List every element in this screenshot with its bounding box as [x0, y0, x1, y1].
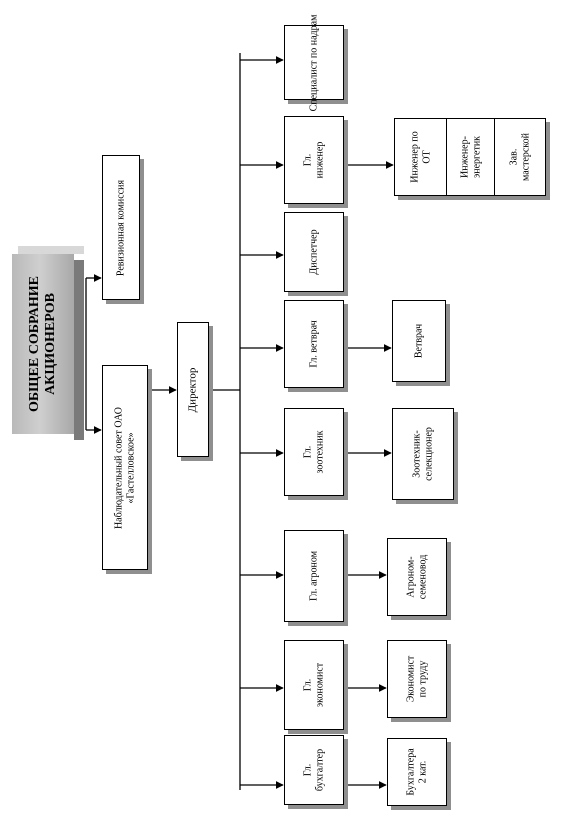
- chief-economist-label: Гл. экономист: [303, 663, 326, 707]
- zootechnician-breeder-line1: Зоотехник-: [411, 430, 423, 478]
- chief-agronomist-label: Гл. агроном: [308, 550, 320, 602]
- chief-zootechnician-box: Гл. зоотехник: [284, 408, 344, 496]
- chief-zootechnician-line1: Гл.: [302, 445, 314, 459]
- zootechnician-breeder-box: Зоотехник- селекционер: [392, 408, 454, 500]
- shareholders-line2: АКЦИОНЕРОВ: [43, 293, 58, 395]
- shareholders-meeting-box: ОБЩЕЕ СОБРАНИЕ АКЦИОНЕРОВ: [12, 246, 84, 440]
- labor-economist-box: Экономист по труду: [387, 640, 447, 718]
- power-engineer-cell: Инженер- энергетик: [447, 119, 495, 195]
- dispatcher-label: Диспетчер: [308, 229, 320, 275]
- supervisory-board-box: Наблюдательный совет ОАО «Гастелловское»: [102, 365, 148, 570]
- safety-engineer-line2: ОТ: [420, 150, 432, 164]
- audit-commission-box: Ревизионная комиссия: [102, 155, 140, 300]
- supervisory-board-label: Наблюдательный совет ОАО «Гастелловское»: [114, 406, 137, 528]
- shareholders-meeting-label: ОБЩЕЕ СОБРАНИЕ АКЦИОНЕРОВ: [27, 276, 59, 412]
- workshop-head-line2: мастерской: [520, 132, 531, 182]
- workshop-head-cell: Зав. мастерской: [495, 119, 545, 195]
- chief-engineer-line1: Гл.: [302, 153, 314, 167]
- chief-agronomist-box: Гл. агроном: [284, 530, 344, 622]
- chief-engineer-line2: инженер: [314, 141, 325, 179]
- agronomist-seed-label: Агроном- семеновод: [406, 555, 429, 600]
- subsoil-specialist-box: Специалист по надрам: [284, 14, 344, 111]
- chief-zootechnician-line2: зоотехник: [314, 430, 325, 474]
- safety-engineer-line1: Инженер по: [409, 131, 420, 183]
- chief-economist-box: Гл. экономист: [284, 640, 344, 730]
- shareholders-line1: ОБЩЕЕ СОБРАНИЕ: [26, 276, 42, 412]
- power-engineer-label: Инженер- энергетик: [459, 136, 482, 178]
- labor-economist-line1: Экономист: [405, 655, 417, 703]
- supervisory-board-line1: Наблюдательный совет ОАО: [113, 406, 125, 529]
- director-label: Директор: [186, 367, 199, 412]
- chief-vet-box: Гл. ветврач: [284, 300, 344, 388]
- chief-accountant-box: Гл. бухгалтер: [284, 735, 344, 805]
- chief-accountant-line1: Гл.: [302, 763, 314, 777]
- dispatcher-box: Диспетчер: [284, 212, 344, 292]
- accountants-line1: Бухгалтера: [405, 748, 417, 796]
- chief-engineer-box: Гл. инженер: [284, 116, 344, 204]
- agronomist-seed-box: Агроном- семеновод: [387, 538, 447, 616]
- workshop-head-line1: Зав.: [508, 148, 520, 166]
- chief-engineer-label: Гл. инженер: [303, 142, 326, 179]
- accountants-line2: 2 кат.: [417, 760, 428, 784]
- chief-accountant-line2: бухгалтер: [314, 748, 325, 792]
- director-box: Директор: [177, 322, 209, 457]
- workshop-head-label: Зав. мастерской: [509, 133, 532, 181]
- chief-zootechnician-label: Гл. зоотехник: [303, 431, 326, 474]
- agronomist-seed-line2: семеновод: [417, 554, 428, 600]
- vet-label: Ветврач: [413, 323, 425, 359]
- subsoil-specialist-label: Специалист по надрам: [308, 14, 320, 111]
- safety-engineer-cell: Инженер по ОТ: [395, 119, 447, 195]
- chief-economist-line1: Гл.: [302, 678, 314, 692]
- chief-economist-line2: экономист: [314, 662, 325, 708]
- engineer-subordinates-group: Инженер по ОТ Инженер- энергетик Зав. ма…: [394, 118, 546, 196]
- vet-box: Ветврач: [392, 300, 446, 382]
- chief-accountant-label: Гл. бухгалтер: [303, 749, 326, 791]
- accountants-label: Бухгалтера 2 кат.: [406, 748, 429, 795]
- power-engineer-line2: энергетик: [470, 135, 482, 179]
- power-engineer-line1: Инженер-: [459, 136, 470, 178]
- chief-vet-label: Гл. ветврач: [308, 320, 320, 368]
- accountants-box: Бухгалтера 2 кат.: [387, 738, 447, 806]
- safety-engineer-label: Инженер по ОТ: [409, 131, 432, 182]
- audit-commission-label: Ревизионная комиссия: [115, 179, 127, 276]
- supervisory-board-line2: «Гастелловское»: [125, 431, 136, 504]
- agronomist-seed-line1: Агроном-: [405, 556, 417, 598]
- zootechnician-breeder-line2: селекционер: [423, 427, 434, 481]
- labor-economist-line2: по труду: [417, 660, 428, 698]
- zootechnician-breeder-label: Зоотехник- селекционер: [412, 427, 435, 481]
- labor-economist-label: Экономист по труду: [406, 656, 429, 703]
